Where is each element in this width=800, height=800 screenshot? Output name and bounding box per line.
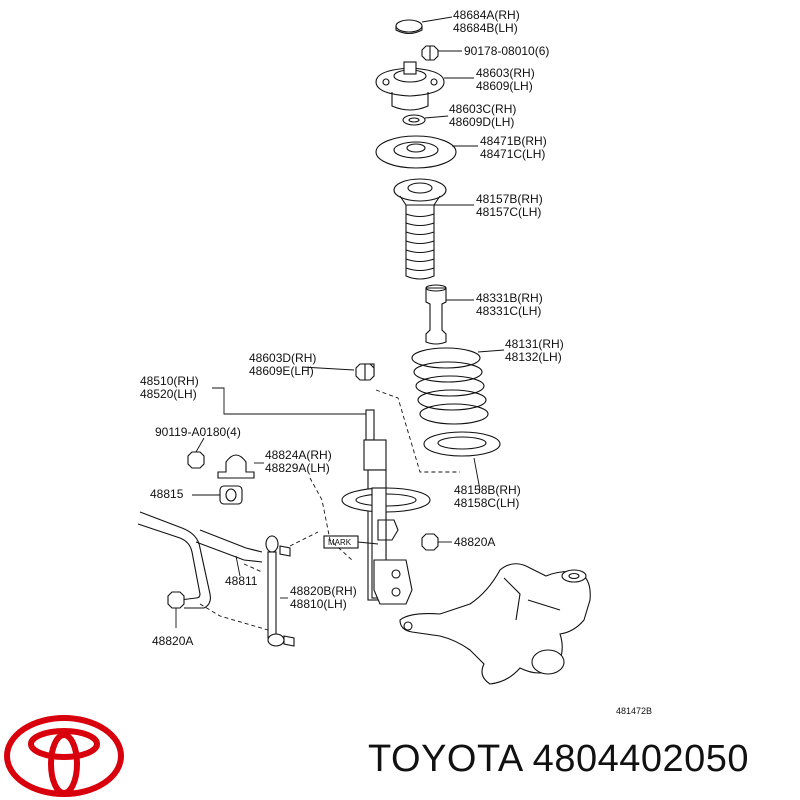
callout-48815: 48815 [150, 487, 184, 501]
callout-48132-lh: 48132(LH) [505, 350, 562, 364]
spring-seat-lower [423, 431, 501, 457]
callout-48510-rh: 48510(RH) [140, 374, 199, 388]
bearing-48603c [402, 114, 426, 126]
callout-48684-rh: 48684A(RH) [453, 8, 520, 22]
callout-48331b-rh: 48331B(RH) [476, 291, 543, 305]
leader-lines [175, 16, 505, 628]
callout-48829a-lh: 48829A(LH) [265, 461, 330, 475]
mark-label: MARK [328, 538, 352, 547]
callout-48609e-lh: 48609E(LH) [249, 364, 314, 378]
callout-90178: 90178-08010(6) [464, 44, 549, 58]
callout-90119: 90119-A0180(4) [155, 425, 241, 439]
dashed-guides [199, 389, 460, 631]
callout-48609-lh: 48609(LH) [476, 79, 533, 93]
callout-48471b-rh: 48471B(RH) [480, 134, 547, 148]
strut-cap [395, 19, 423, 35]
callout-48157c-lh: 48157C(LH) [476, 205, 541, 219]
bump-stopper [425, 284, 447, 345]
callout-48158b-rh: 48158B(RH) [454, 483, 521, 497]
callout-48820b-rh: 48820B(RH) [290, 584, 357, 598]
bushing-48815 [219, 485, 243, 505]
nut-90178 [421, 45, 439, 61]
shock-absorber [341, 363, 431, 605]
brand-part-number: TOYOTA 4804402050 [368, 738, 750, 780]
callout-48603-rh: 48603(RH) [476, 66, 535, 80]
figure-code: 481472B [616, 706, 652, 716]
spring-seat-upper [375, 135, 457, 169]
toyota-logo-icon [4, 715, 124, 797]
callout-48820a-left: 48820A [152, 634, 193, 648]
nut-48820a-left [167, 591, 185, 609]
callout-48811: 48811 [225, 574, 258, 588]
callout-48331c-lh: 48331C(LH) [476, 304, 541, 318]
callout-48684-lh: 48684B(LH) [453, 21, 518, 35]
callout-48471c-lh: 48471C(LH) [480, 147, 545, 161]
callout-48520-lh: 48520(LH) [140, 387, 197, 401]
callout-48824a-rh: 48824A(RH) [265, 448, 332, 462]
nut-48820a-right [421, 533, 439, 551]
stabilizer-bar [137, 511, 263, 609]
callout-48603c-rh: 48603C(RH) [449, 102, 516, 116]
callout-48810-lh: 48810(LH) [290, 597, 347, 611]
bolt-90119 [187, 451, 205, 469]
coil-spring [411, 347, 489, 425]
callout-48157b-rh: 48157B(RH) [476, 192, 543, 206]
callout-48603d-rh: 48603D(RH) [249, 351, 316, 365]
callout-48820a-right: 48820A [454, 535, 495, 549]
bushing-bracket [217, 454, 255, 479]
upper-support [375, 61, 445, 111]
strut-nut [355, 363, 375, 381]
callout-48158c-lh: 48158C(LH) [454, 496, 519, 510]
stabilizer-link [265, 535, 295, 647]
mark-tag [323, 535, 379, 549]
callout-48609d-lh: 48609D(LH) [449, 115, 514, 129]
callout-48131-rh: 48131(RH) [505, 337, 564, 351]
steering-knuckle [399, 563, 591, 685]
dust-boot [393, 178, 447, 280]
